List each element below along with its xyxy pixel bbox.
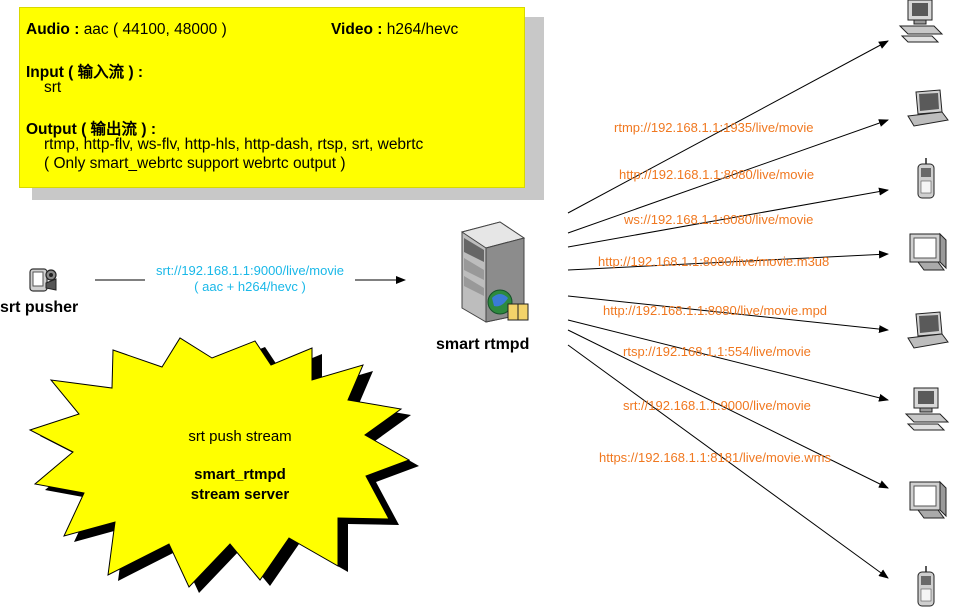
output-link-line [567, 40, 889, 214]
pusher-url-label: srt://192.168.1.1:9000/live/movie [156, 263, 344, 278]
output-url-label: ws://192.168.1.1:8080/live/movie [624, 212, 814, 227]
output-url-label: srt://192.168.1.1:9000/live/movie [623, 398, 811, 413]
server-caption: smart rtmpd [436, 336, 530, 353]
mobile-phone-icon [917, 566, 935, 607]
output-link-line [567, 119, 889, 234]
output-value: rtmp, http-flv, ws-flv, http-hls, http-d… [44, 136, 424, 153]
output-link-line [567, 344, 889, 579]
monitor-icon [909, 480, 947, 519]
audio-row: Audio : aac ( 44100, 48000 ) [26, 21, 227, 39]
output-link-line [567, 319, 889, 402]
burst-shape [28, 337, 411, 588]
video-value: h264/hevc [386, 21, 459, 38]
desktop-computer-icon [904, 387, 950, 431]
burst-line-2: smart_rtmpd [194, 466, 286, 483]
video-row: Video : h264/hevc [331, 21, 458, 39]
video-camera-icon [29, 268, 57, 292]
output-url-label: http://192.168.1.1:8080/live/movie.mpd [603, 303, 828, 318]
pusher-codec-label: ( aac + h264/hevc ) [194, 279, 306, 294]
srt-pusher-caption: srt pusher [0, 299, 79, 316]
input-value: srt [44, 79, 62, 96]
audio-label: Audio : [26, 21, 80, 38]
output-link-line [567, 329, 889, 489]
monitor-icon [909, 232, 947, 271]
burst-line-1: srt push stream [188, 428, 292, 445]
laptop-icon [907, 89, 949, 127]
output-url-label: http://192.168.1.1:8080/live/movie.m3u8 [598, 254, 830, 269]
client-devices [898, 0, 950, 607]
output-link-line [567, 295, 889, 334]
info-box: Audio : aac ( 44100, 48000 ) Video : h26… [19, 7, 525, 188]
desktop-computer-icon [898, 0, 944, 43]
output-url-label: https://192.168.1.1:8181/live/movie.wms [599, 450, 831, 465]
output-url-label: http://192.168.1.1:8080/live/movie [619, 167, 815, 182]
mobile-phone-icon [917, 158, 935, 199]
output-lines [567, 40, 889, 579]
video-label: Video : [331, 21, 383, 38]
burst-line-3: stream server [190, 486, 290, 503]
output-label: Output ( 输出流 ) : [26, 121, 156, 138]
server-icon [460, 221, 529, 323]
output-link-line [567, 250, 889, 271]
output-url-label: rtmp://192.168.1.1:1935/live/movie [614, 120, 814, 135]
output-url-label: rtsp://192.168.1.1:554/live/movie [623, 344, 811, 359]
output-link-line [567, 187, 889, 248]
input-label: Input ( 输入流 ) : [26, 64, 144, 81]
laptop-icon [907, 311, 949, 349]
audio-value: aac ( 44100, 48000 ) [83, 21, 227, 38]
output-note: ( Only smart_webrtc support webrtc outpu… [44, 155, 346, 172]
